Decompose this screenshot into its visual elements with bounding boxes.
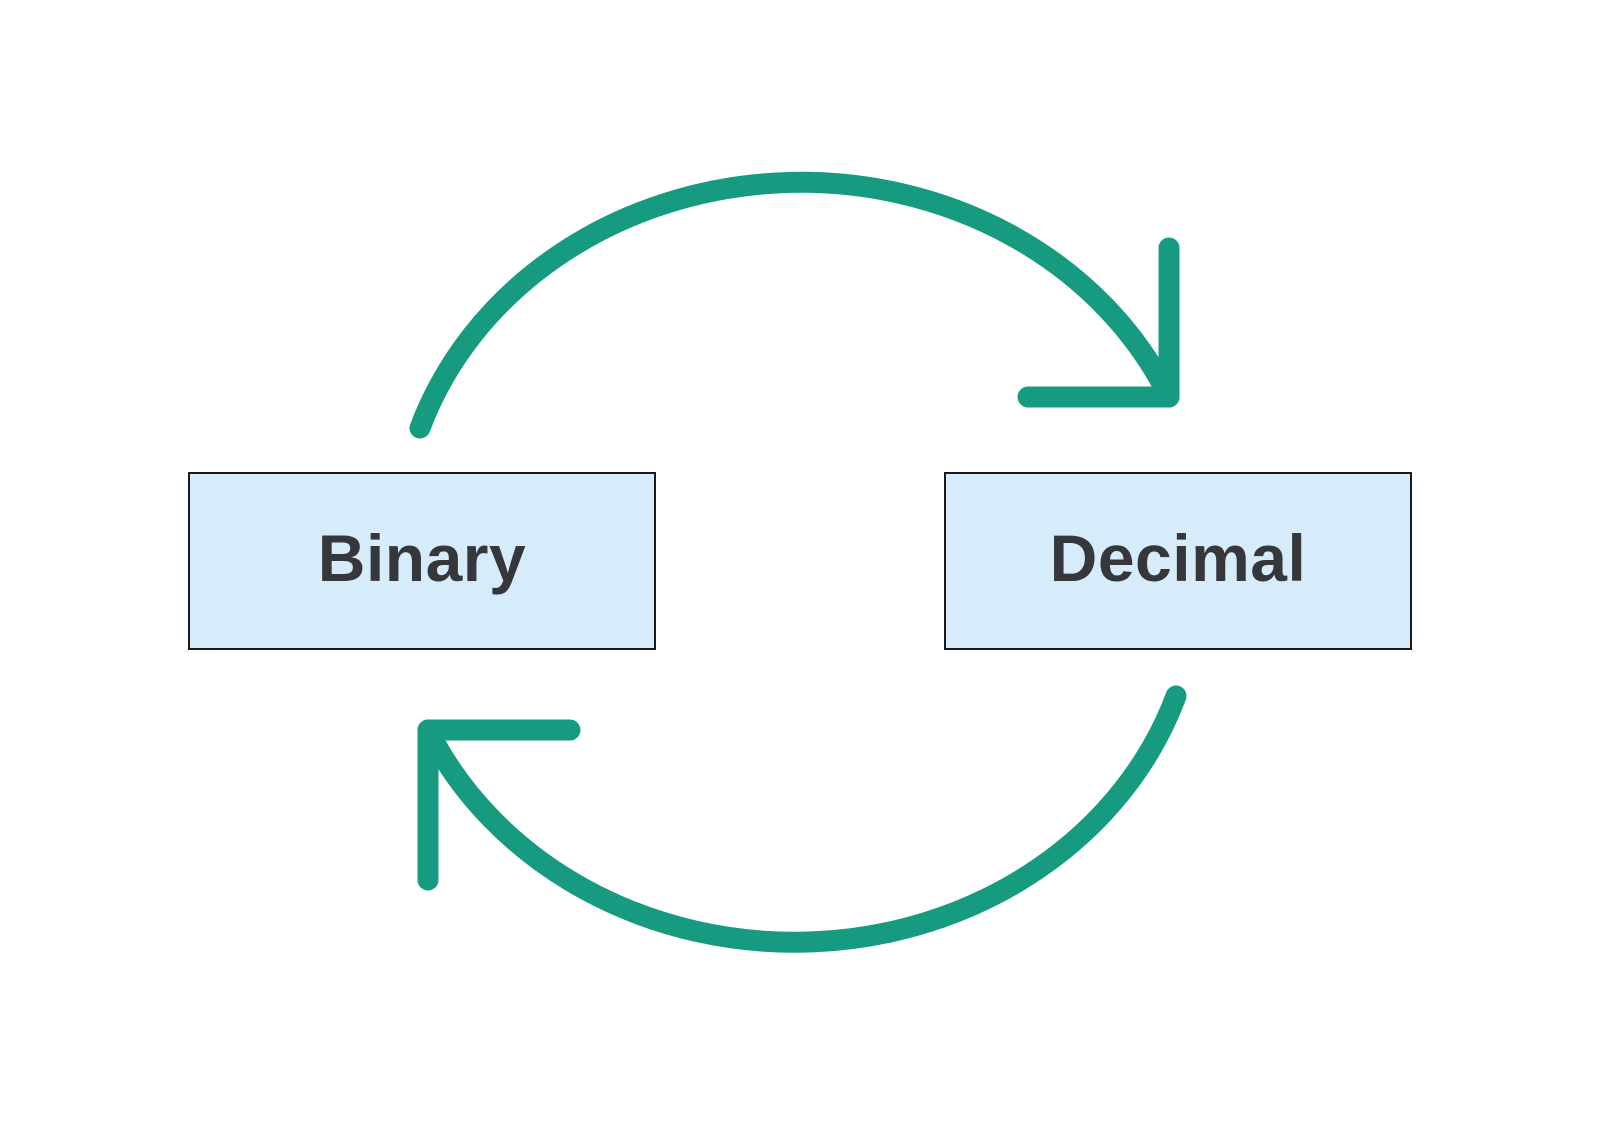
arrow-top-curve xyxy=(409,171,1180,439)
decimal-label: Decimal xyxy=(1049,521,1307,595)
arrow-bottom-curve xyxy=(417,685,1187,953)
binary-label: Binary xyxy=(317,521,527,595)
binary-box: Binary xyxy=(188,472,656,650)
arrow-top-head-icon xyxy=(1017,237,1180,408)
decimal-box: Decimal xyxy=(944,472,1412,650)
arrow-bottom-head-icon xyxy=(417,719,581,891)
